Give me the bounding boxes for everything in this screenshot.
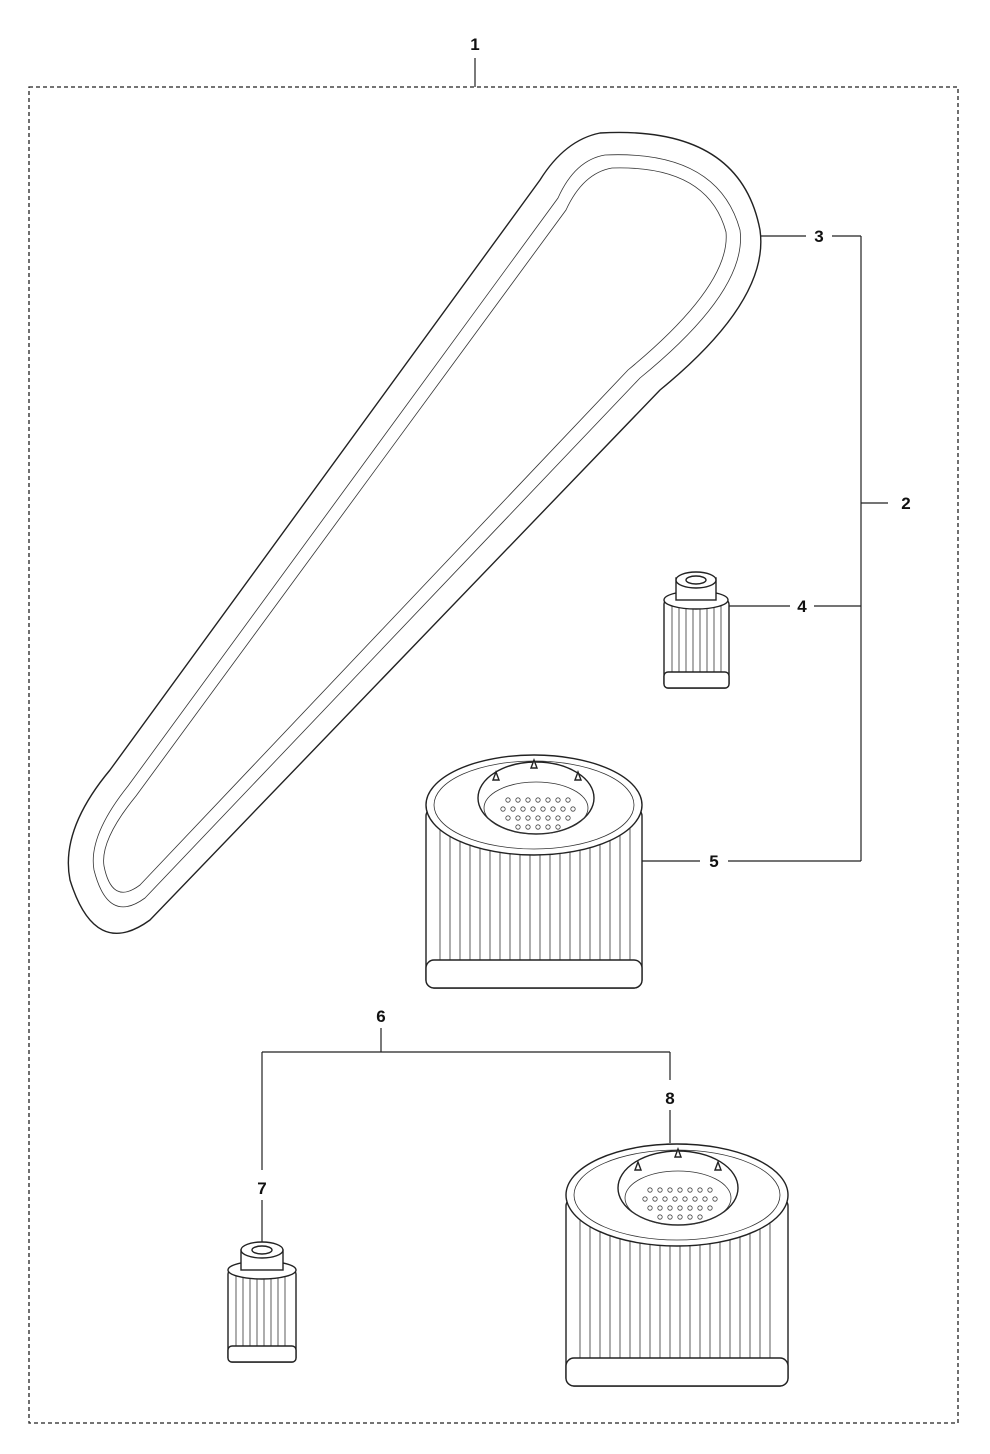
callout-7: 7 [257,1179,266,1198]
large-air-filter-5 [425,754,643,989]
large-air-filter-8 [565,1143,789,1387]
callout-1: 1 [470,35,479,54]
bracket-group-6 [261,1028,671,1245]
callout-3: 3 [814,227,823,246]
callout-6: 6 [376,1007,385,1026]
callout-4: 4 [797,597,807,616]
drive-belt [67,131,762,935]
small-filter-cartridge-7 [227,1241,297,1363]
bracket-group-2 [728,235,888,862]
callout-2: 2 [901,494,910,513]
callout-5: 5 [709,852,718,871]
callout-8: 8 [665,1089,674,1108]
small-filter-cartridge-4 [663,571,730,689]
kit-boundary [28,86,959,1424]
